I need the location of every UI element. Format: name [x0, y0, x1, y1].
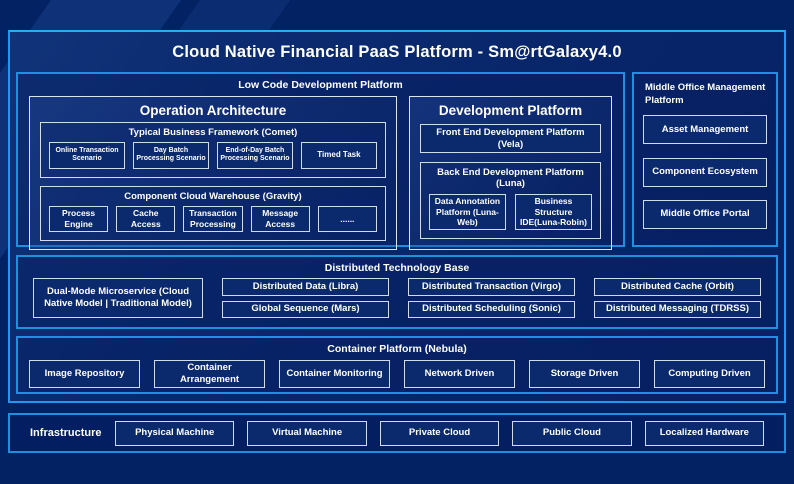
box-container-monitoring: Container Monitoring [279, 360, 390, 388]
box-business-structure-ide-luna-robin: Business Structure IDE(Luna-Robin) [514, 194, 592, 231]
group-component-cloud-warehouse: Component Cloud Warehouse (Gravity) Proc… [40, 185, 386, 242]
section-distributed-technology-base: Distributed Technology Base Dual-Mode Mi… [16, 255, 778, 329]
box-localized-hardware: Localized Hardware [644, 420, 765, 446]
section-label: Distributed Technology Base [324, 262, 470, 275]
box-process-engine: Process Engine [49, 205, 109, 233]
group-title: Back End Development Platform (Luna) [437, 167, 584, 190]
section-label: Container Platform (Nebula) [327, 343, 467, 355]
box-physical-machine: Physical Machine [115, 420, 235, 446]
box-distributed-transaction-virgo: Distributed Transaction (Virgo) [408, 278, 575, 296]
box-online-transaction-scenario: Online Transaction Scenario [49, 142, 125, 169]
section-container-platform-nebula: Container Platform (Nebula) Image Reposi… [16, 336, 778, 394]
group-typical-business-framework: Typical Business Framework (Comet) Onlin… [40, 122, 386, 178]
box-distributed-cache-orbit: Distributed Cache (Orbit) [594, 278, 761, 296]
group-title: Development Platform [438, 103, 583, 119]
box-dual-mode-microservice: Dual-Mode Microservice (Cloud Native Mod… [33, 278, 203, 318]
box-image-repository: Image Repository [29, 360, 140, 388]
box-end-of-day-batch-processing-scenario: End-of-Day Batch Processing Scenario [216, 142, 293, 169]
box-message-access: Message Access [250, 205, 310, 233]
group-back-end-development-platform-luna: Back End Development Platform (Luna) Dat… [419, 162, 601, 240]
box-transaction-processing: Transaction Processing [183, 205, 243, 233]
box-virtual-machine: Virtual Machine [247, 420, 367, 446]
box-distributed-data-libra: Distributed Data (Libra) [222, 278, 389, 296]
luna-leaf-row: Data Annotation Platform (Luna-Web) Busi… [421, 191, 600, 238]
box-private-cloud: Private Cloud [379, 420, 500, 446]
top-row: Low Code Development Platform Operation … [16, 72, 778, 251]
box-container-arrangement: Container Arrangement [154, 360, 265, 388]
gravity-leaf-row: Process Engine Cache Access Transaction … [41, 204, 385, 240]
box-component-ecosystem: Component Ecosystem [643, 157, 767, 187]
group-title: Typical Business Framework (Comet) [128, 127, 298, 139]
comet-leaf-row: Online Transaction Scenario Day Batch Pr… [41, 140, 385, 176]
group-title: Component Cloud Warehouse (Gravity) [124, 190, 302, 202]
box-data-annotation-platform-luna-web: Data Annotation Platform (Luna-Web) [428, 194, 506, 231]
section-label: Middle Office Management Platform [645, 82, 766, 106]
box-front-end-development-platform-vela: Front End Development Platform (Vela) [419, 124, 601, 154]
page-title: Cloud Native Financial PaaS Platform - S… [172, 42, 622, 61]
group-operation-architecture: Operation Architecture Typical Business … [29, 96, 397, 251]
box-timed-task: Timed Task [300, 142, 377, 169]
low-code-body: Operation Architecture Typical Business … [18, 94, 623, 262]
section-label: Low Code Development Platform [238, 79, 403, 92]
box-global-sequence-mars: Global Sequence (Mars) [222, 300, 389, 318]
box-storage-driven: Storage Driven [529, 360, 640, 388]
section-infrastructure: Infrastructure Physical Machine Virtual … [8, 413, 786, 453]
box-computing-driven: Computing Driven [654, 360, 765, 388]
section-middle-office-management-platform: Middle Office Management Platform Asset … [632, 72, 778, 248]
container-platform-row: Image Repository Container Arrangement C… [18, 358, 776, 397]
box-distributed-messaging-tdrss: Distributed Messaging (TDRSS) [594, 300, 761, 318]
box-distributed-scheduling-sonic: Distributed Scheduling (Sonic) [408, 300, 575, 318]
box-network-driven: Network Driven [404, 360, 515, 388]
main-panel: Cloud Native Financial PaaS Platform - S… [8, 30, 786, 403]
box-middle-office-portal: Middle Office Portal [643, 199, 767, 229]
middle-office-stack: Asset Management Component Ecosystem Mid… [643, 109, 767, 235]
group-development-platform: Development Platform Front End Developme… [408, 96, 612, 251]
box-asset-management: Asset Management [643, 115, 767, 145]
group-title: Operation Architecture [139, 103, 287, 119]
box-cache-access: Cache Access [116, 205, 176, 233]
box-day-batch-processing-scenario: Day Batch Processing Scenario [132, 142, 209, 169]
section-low-code-development-platform: Low Code Development Platform Operation … [16, 72, 625, 251]
box-ellipsis: ...... [317, 205, 377, 233]
box-public-cloud: Public Cloud [512, 420, 632, 446]
section-label: Infrastructure [30, 427, 102, 439]
distributed-grid: Dual-Mode Microservice (Cloud Native Mod… [18, 277, 776, 327]
